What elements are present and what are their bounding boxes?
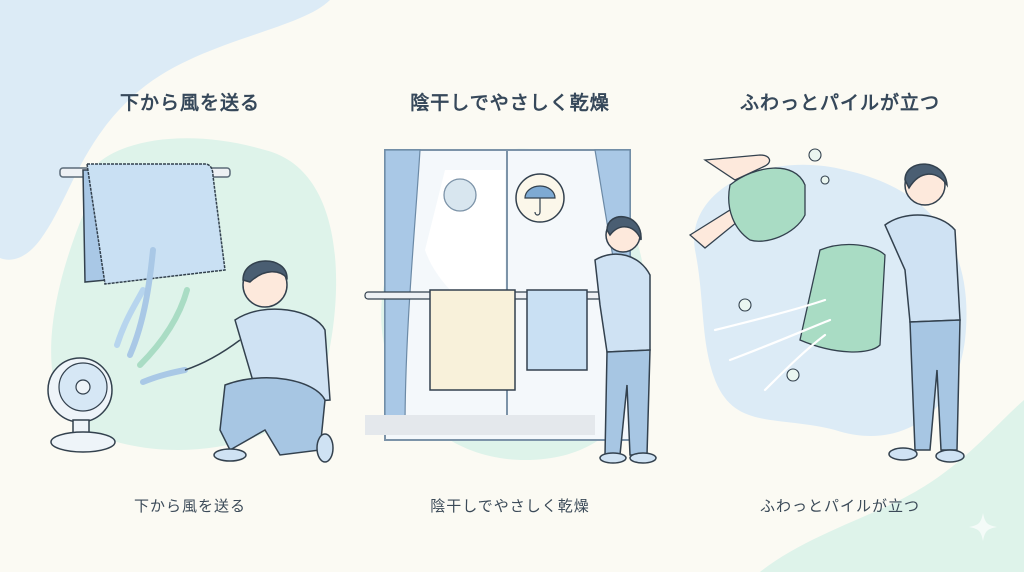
fluff-icon <box>738 148 830 382</box>
fan-towel-illustration <box>47 138 337 463</box>
towel-green-icon <box>799 243 886 353</box>
panel-title: 陰干しでやさしく乾燥 <box>410 92 610 114</box>
panel-title: 下から風を送る <box>119 92 260 114</box>
bottom-right-mint-blob <box>760 400 1024 572</box>
motion-lines-icon <box>713 298 832 392</box>
panel-shade-drying: 陰干しでやさしく乾燥 陰 <box>345 0 675 572</box>
panel-title: ふわっとパイルが立つ <box>739 92 940 114</box>
top-left-blue-blob <box>0 0 330 260</box>
towel-blue-icon <box>526 289 588 371</box>
towel-cream-icon <box>429 289 516 391</box>
panel-caption: ふわっとパイルが立つ <box>759 497 920 515</box>
panel-wind-from-below: 下から風を送る 下から風を送る <box>25 0 355 572</box>
umbrella-icon <box>515 173 565 223</box>
sparkle-icon <box>969 513 997 541</box>
person-icon <box>594 216 657 464</box>
fan-icon <box>47 357 116 453</box>
sun-icon <box>443 178 477 212</box>
window-drying-illustration <box>364 148 657 464</box>
towel-icon <box>82 163 226 285</box>
panel-caption: 陰干しでやさしく乾燥 <box>430 497 590 515</box>
panel-fluffy-pile: ふわっとパイルが立つ ふわっとパイルが立つ <box>675 0 1005 572</box>
towel-green-icon <box>728 167 806 242</box>
person-icon <box>184 260 334 463</box>
fluffing-towel-illustration <box>688 148 967 463</box>
airflow-arrow-icon <box>114 247 190 385</box>
person-icon <box>884 163 965 463</box>
panel-caption: 下から風を送る <box>133 497 246 515</box>
